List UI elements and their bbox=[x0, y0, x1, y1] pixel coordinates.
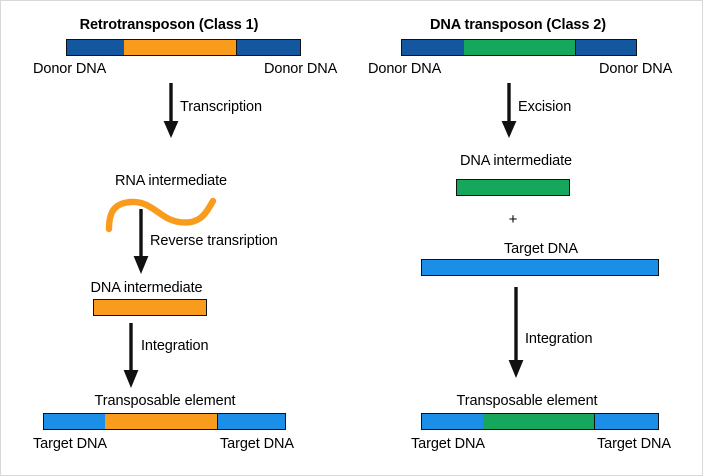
right-bottom-target-dna-label-left: Target DNA bbox=[411, 436, 485, 452]
right-top-donor-dna-label-left: Donor DNA bbox=[368, 61, 442, 77]
left-top-donor-dna-label-left: Donor DNA bbox=[33, 61, 107, 77]
right-target-dna-label: Target DNA bbox=[504, 241, 578, 257]
right-bottom-inserted-element-segment bbox=[483, 413, 595, 430]
transcription-label: Transcription bbox=[180, 99, 262, 115]
right-top-donor-dna-right-segment bbox=[576, 39, 637, 56]
reverse-transcription-label: Reverse transription bbox=[150, 233, 278, 249]
left-integration-arrow bbox=[123, 323, 139, 388]
left-integration-label: Integration bbox=[141, 338, 209, 354]
left-bottom-target-dna-left-segment bbox=[43, 413, 105, 430]
plus-symbol: + bbox=[508, 211, 518, 228]
left-top-donor-dna-left-segment bbox=[66, 39, 124, 56]
reverse-transcription-arrow bbox=[133, 209, 149, 274]
transcription-arrow bbox=[163, 83, 179, 138]
right-top-donor-dna-left-segment bbox=[401, 39, 464, 56]
right-top-dna-transposon-segment bbox=[464, 39, 576, 56]
right-dna-intermediate-label: DNA intermediate bbox=[459, 153, 573, 169]
right-transposable-element-title: Transposable element bbox=[456, 393, 598, 409]
right-top-donor-dna-label-right: Donor DNA bbox=[599, 61, 673, 77]
right-bottom-target-dna-right-segment bbox=[595, 413, 659, 430]
right-integration-arrow bbox=[508, 287, 524, 378]
right-dna-intermediate-bar bbox=[456, 179, 570, 196]
left-column-title: Retrotransposon (Class 1) bbox=[79, 17, 259, 33]
left-bottom-target-dna-label-right: Target DNA bbox=[220, 436, 294, 452]
left-bottom-target-dna-label-left: Target DNA bbox=[33, 436, 107, 452]
right-column-title: DNA transposon (Class 2) bbox=[430, 17, 606, 33]
left-top-retrotransposon-segment bbox=[124, 39, 237, 56]
left-dna-intermediate-label: DNA intermediate bbox=[90, 280, 203, 296]
left-top-donor-dna-right-segment bbox=[237, 39, 301, 56]
right-integration-label: Integration bbox=[525, 331, 593, 347]
left-top-donor-dna-label-right: Donor DNA bbox=[264, 61, 338, 77]
left-dna-intermediate-bar bbox=[93, 299, 207, 316]
rna-strand-icon bbox=[105, 197, 217, 233]
left-bottom-target-dna-right-segment bbox=[218, 413, 286, 430]
right-target-dna-bar bbox=[421, 259, 659, 276]
right-bottom-target-dna-label-right: Target DNA bbox=[597, 436, 671, 452]
right-bottom-target-dna-left-segment bbox=[421, 413, 483, 430]
excision-label: Excision bbox=[518, 99, 572, 115]
left-transposable-element-title: Transposable element bbox=[94, 393, 236, 409]
left-bottom-inserted-element-segment bbox=[105, 413, 218, 430]
excision-arrow bbox=[501, 83, 517, 138]
rna-intermediate-label: RNA intermediate bbox=[114, 173, 228, 189]
